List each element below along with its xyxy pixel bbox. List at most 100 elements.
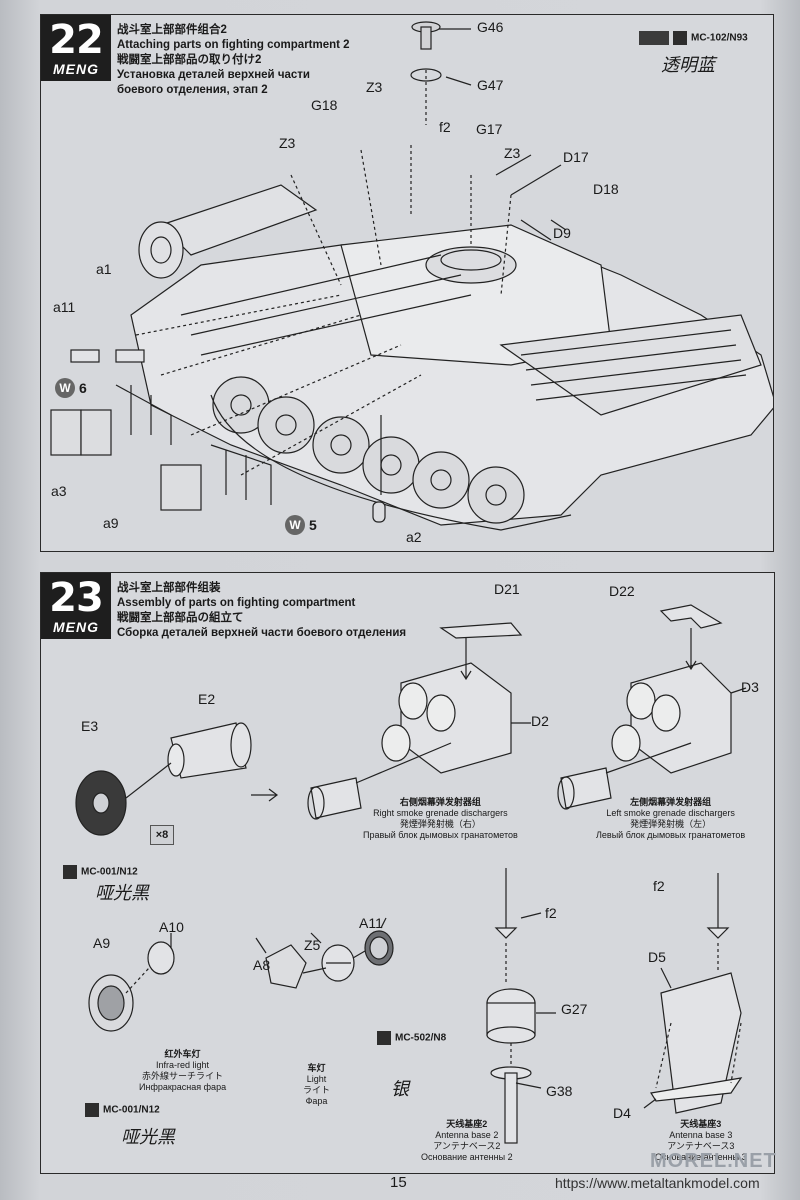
part-label-z3: Z3	[366, 79, 383, 95]
caption-jp: アンテナベース2	[433, 1141, 501, 1151]
caption-en: Light	[306, 1074, 327, 1084]
part-label-f2: f2	[545, 905, 557, 921]
caption-en: Antenna base 2	[435, 1130, 499, 1140]
part-label-f2-b: f2	[653, 878, 665, 894]
part-label-z5: Z5	[304, 937, 321, 953]
caption-cn: 天线基座2	[446, 1119, 488, 1129]
part-label-g27: G27	[561, 1001, 588, 1017]
wire-icon: W	[55, 378, 75, 398]
step-23-badge: 23 MENG	[41, 573, 111, 639]
part-label-g17: G17	[476, 121, 503, 137]
right-smoke-caption: 右侧烟幕弹发射器组 Right smoke grenade discharger…	[363, 797, 518, 841]
caption-ru: Основание антенны 2	[421, 1152, 513, 1162]
title-cn: 战斗室上部部件组合2	[117, 24, 227, 36]
watermark-logo: MOREL.NET	[650, 1150, 777, 1172]
part-label-g18: G18	[311, 97, 338, 113]
title-en: Assembly of parts on fighting compartmen…	[117, 597, 356, 609]
brush-icon	[63, 865, 77, 879]
light-caption: 车灯 Light ライト Фара	[303, 1063, 330, 1107]
brush-icon	[85, 1103, 99, 1117]
paint-code: MC-001/N12	[103, 1104, 160, 1116]
paint-name: 哑光黑	[121, 1127, 175, 1148]
part-label-d5: D5	[648, 949, 666, 965]
caption-jp: アンテナベース3	[667, 1141, 735, 1151]
part-label-g38: G38	[546, 1083, 573, 1099]
part-label-d18: D18	[593, 181, 619, 197]
wire-icon-2: W	[285, 515, 305, 535]
caption-ru: Левый блок дымовых гранатометов	[596, 830, 746, 840]
part-label-e2: E2	[198, 691, 216, 707]
paint-name: 哑光黑	[95, 883, 149, 904]
step-23-panel: 23 MENG 战斗室上部部件组装 Assembly of parts on f…	[40, 572, 775, 1174]
antenna-2-caption: 天线基座2 Antenna base 2 アンテナベース2 Основание …	[421, 1119, 513, 1163]
caption-en: Antenna base 3	[669, 1130, 733, 1140]
caption-jp: 発煙弾発射機（左）	[630, 819, 712, 829]
paint-code: MC-001/N12	[81, 866, 138, 878]
caption-ru: Основание антенны 3	[655, 1152, 747, 1162]
wire-length-6: 6	[79, 380, 87, 396]
part-label-d9: D9	[553, 225, 571, 241]
paint-callout-3: MC-502/N8	[377, 1031, 446, 1045]
step-22-title: 战斗室上部部件组合2 Attaching parts on fighting c…	[117, 23, 350, 98]
brush-icon	[377, 1031, 391, 1045]
wire-length-5: 5	[309, 517, 317, 533]
caption-ru: Правый блок дымовых гранатометов	[363, 830, 518, 840]
part-label-a9: A9	[93, 935, 111, 951]
title-ru-2: боевого отделения, этап 2	[117, 84, 268, 96]
part-label-g46: G46	[477, 19, 504, 35]
caption-ru: Инфракрасная фара	[139, 1082, 227, 1092]
step-number: 22	[49, 17, 104, 63]
part-label-d17: D17	[563, 149, 589, 165]
paint-callout-2: MC-001/N12	[85, 1103, 160, 1117]
paint-code: MC-502/N8	[395, 1032, 447, 1044]
part-label-a10: A10	[159, 919, 184, 935]
title-jp: 戦闘室上部部品の取り付け2	[117, 54, 262, 66]
part-label-d22: D22	[609, 583, 635, 599]
part-label-z3-left: Z3	[279, 135, 296, 151]
caption-jp: ライト	[303, 1085, 331, 1095]
caption-cn: 左侧烟幕弹发射器组	[630, 797, 712, 807]
step-22-panel: 22 MENG 战斗室上部部件组合2 Attaching parts on fi…	[40, 14, 774, 552]
part-label-a1: a1	[96, 261, 112, 277]
title-jp: 戦闘室上部部品の組立て	[117, 612, 244, 624]
antenna-3-caption: 天线基座3 Antenna base 3 アンテナベース3 Основание …	[655, 1119, 747, 1163]
part-label-e3: E3	[81, 718, 99, 734]
step-number: 23	[49, 575, 104, 621]
step-23-title: 战斗室上部部件组装 Assembly of parts on fighting …	[117, 581, 406, 641]
part-label-a8: A8	[253, 957, 271, 973]
ir-light-caption: 红外车灯 Infra-red light 赤外線サーチライト Инфракрас…	[139, 1049, 226, 1093]
caption-jp: 発煙弾発射機（右）	[399, 819, 481, 829]
paint-name: 透明蓝	[661, 55, 715, 76]
part-label-f2: f2	[439, 119, 451, 135]
caption-cn: 车灯	[307, 1063, 326, 1073]
part-label-z3-right: Z3	[504, 145, 521, 161]
part-label-a11: a11	[53, 299, 76, 315]
caption-en: Right smoke grenade dischargers	[373, 808, 508, 818]
step-23-drawings	[75, 604, 747, 1144]
caption-cn: 天线基座3	[680, 1119, 722, 1129]
caption-en: Infra-red light	[156, 1060, 210, 1070]
quantity-badge: ×8	[150, 825, 174, 845]
left-smoke-caption: 左侧烟幕弹发射器组 Left smoke grenade dischargers…	[596, 797, 745, 841]
color-swatch	[639, 31, 669, 45]
part-label-a11: A11	[359, 915, 383, 931]
part-label-g47: G47	[477, 77, 504, 93]
brand-logo: MENG	[53, 61, 99, 77]
title-cn: 战斗室上部部件组装	[117, 582, 221, 594]
caption-ru: Фара	[305, 1096, 328, 1106]
paint-name: 银	[391, 1079, 409, 1100]
step-22-badge: 22 MENG	[41, 15, 111, 81]
part-label-a3: a3	[51, 483, 67, 499]
title-ru: Сборка деталей верхней части боевого отд…	[117, 627, 407, 639]
part-label-a9: a9	[103, 515, 119, 531]
part-label-d3: D3	[741, 679, 759, 695]
watermark-url: https://www.metaltankmodel.com	[555, 1175, 760, 1191]
caption-en: Left smoke grenade dischargers	[606, 808, 735, 818]
part-label-d21: D21	[494, 581, 520, 597]
title-ru-1: Установка деталей верхней части	[117, 69, 310, 81]
part-label-d2: D2	[531, 713, 549, 729]
brush-icon	[673, 31, 687, 45]
brand-logo: MENG	[53, 619, 99, 635]
paint-code: MC-102/N93	[691, 32, 748, 44]
